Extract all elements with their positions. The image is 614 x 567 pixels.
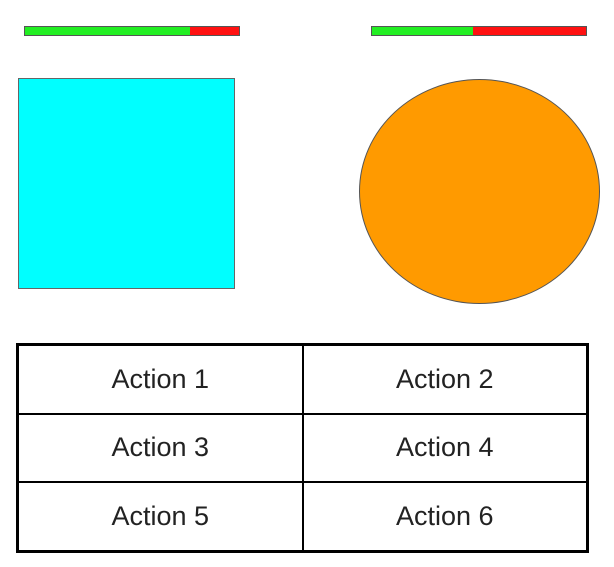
action-6-button[interactable]: Action 6 xyxy=(302,482,587,551)
left-health-bar xyxy=(24,26,240,36)
action-3-button[interactable]: Action 3 xyxy=(18,413,303,483)
left-health-fill xyxy=(25,27,190,35)
right-health-lost xyxy=(472,27,586,35)
left-health-lost xyxy=(189,27,239,35)
action-1-button[interactable]: Action 1 xyxy=(18,345,303,414)
circle-unit xyxy=(359,79,600,304)
right-health-bar xyxy=(371,26,587,36)
action-5-button[interactable]: Action 5 xyxy=(18,482,303,551)
right-health-fill xyxy=(372,27,473,35)
action-2-button[interactable]: Action 2 xyxy=(302,345,587,414)
action-4-button[interactable]: Action 4 xyxy=(302,413,587,483)
square-unit xyxy=(18,78,235,289)
action-grid: Action 1 Action 2 Action 3 Action 4 Acti… xyxy=(16,343,589,553)
